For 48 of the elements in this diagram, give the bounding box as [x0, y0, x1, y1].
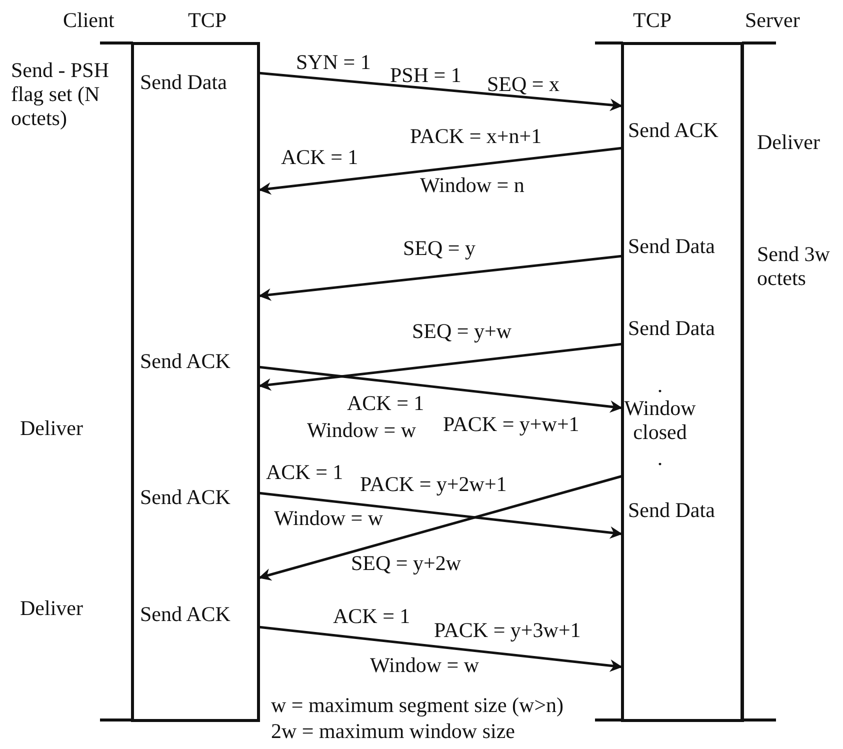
- label-text: Send Data: [628, 498, 715, 522]
- label-text: Window closed: [623, 396, 697, 444]
- arrow: [258, 254, 623, 301]
- label-text: ACK = 1: [347, 391, 424, 415]
- label-text: Window = w: [370, 653, 479, 677]
- label-text: 2w = maximum window size: [271, 719, 515, 743]
- label-text: Window = w: [274, 506, 383, 530]
- label-text: SYN = 1: [296, 50, 371, 74]
- label-text: SEQ = x: [487, 72, 560, 96]
- label-text: Deliver: [20, 596, 83, 620]
- label-text: PACK = y+3w+1: [434, 618, 581, 642]
- label-text: PACK = y+2w+1: [360, 472, 507, 496]
- arrow: [258, 626, 623, 672]
- label-text: Send ACK: [628, 118, 718, 142]
- label-text: Send - PSH flag set (N octets): [11, 58, 110, 130]
- label-text: Send ACK: [140, 485, 230, 509]
- arrow: [258, 492, 623, 539]
- label-text: ACK = 1: [333, 604, 410, 628]
- label-text: SEQ = y+w: [412, 319, 512, 343]
- arrow: [258, 366, 623, 413]
- label-text: Send ACK: [140, 349, 230, 373]
- label-text: SEQ = y+2w: [351, 551, 462, 575]
- label-text: Deliver: [20, 416, 83, 440]
- label-text: PACK = y+w+1: [443, 412, 580, 436]
- arrow: [258, 342, 623, 391]
- label-text: Send ACK: [140, 602, 230, 626]
- arrow: [258, 72, 623, 112]
- label-text: Send Data: [628, 234, 715, 258]
- arrow: [258, 474, 623, 581]
- label-text: ACK = 1: [281, 145, 358, 169]
- label-text: Window = w: [307, 418, 416, 442]
- label-text: PACK = x+n+1: [410, 124, 542, 148]
- label-text: SEQ = y: [403, 236, 476, 260]
- label-text: PSH = 1: [390, 63, 462, 87]
- label-text: Send Data: [140, 70, 227, 94]
- label-text: Server: [745, 8, 800, 32]
- label-text: Client: [63, 8, 114, 32]
- label-text: .: [656, 446, 664, 470]
- label-text: w = maximum segment size (w>n): [271, 693, 564, 717]
- label-text: .: [656, 373, 664, 397]
- label-text: TCP: [188, 8, 227, 32]
- arrow: [258, 146, 623, 195]
- label-text: Deliver: [757, 130, 820, 154]
- label-text: Send Data: [628, 316, 715, 340]
- label-text: Window = n: [420, 173, 524, 197]
- label-text: TCP: [633, 8, 672, 32]
- label-text: ACK = 1: [266, 460, 344, 484]
- label-text: Send 3w octets: [757, 242, 831, 290]
